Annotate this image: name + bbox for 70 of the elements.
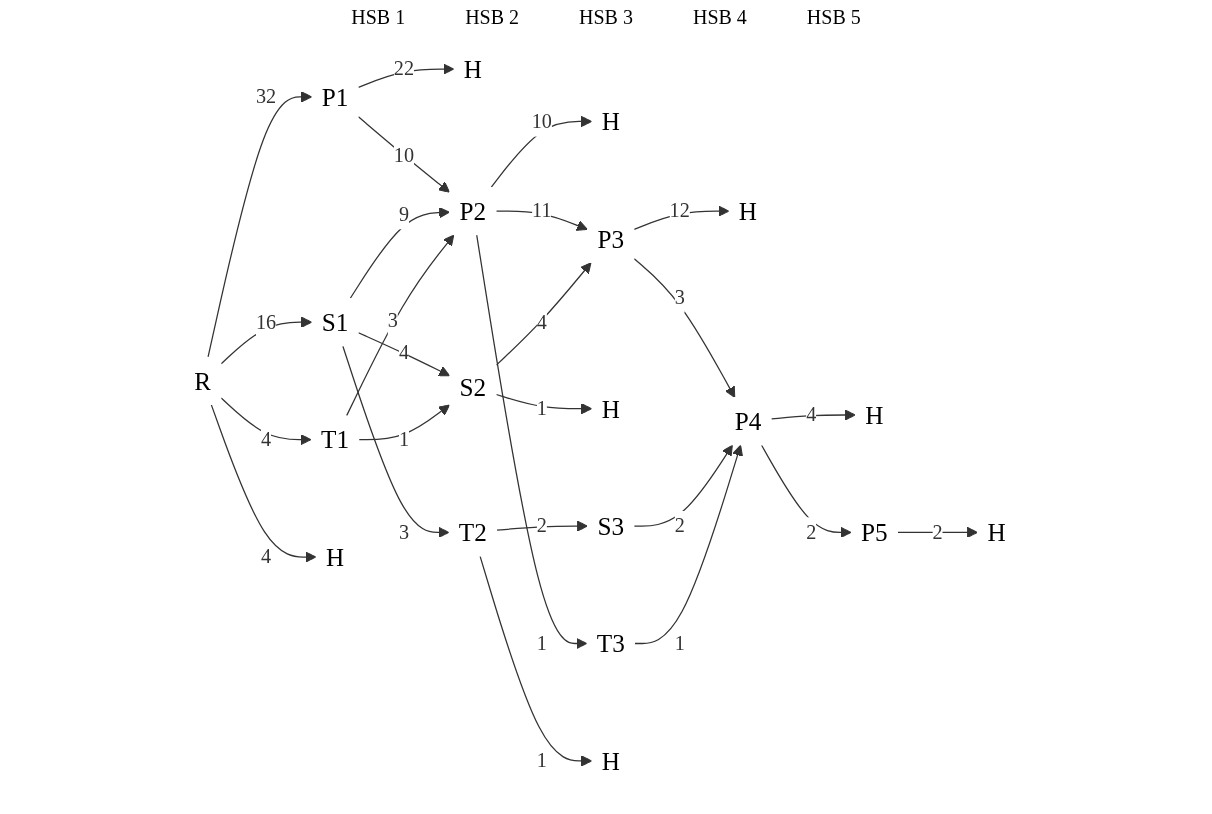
node-text: S2 xyxy=(459,373,487,402)
edge-label: 1 xyxy=(536,397,547,419)
arrow xyxy=(357,116,450,193)
node-text: P1 xyxy=(321,82,349,111)
edge-label: 4 xyxy=(261,545,272,568)
arrow xyxy=(495,393,593,415)
arrow xyxy=(346,234,455,417)
edge-label: 2 xyxy=(806,521,817,543)
edge-label: 2 xyxy=(932,521,943,543)
node-text: P4 xyxy=(734,407,762,436)
node-text: S1 xyxy=(321,308,349,337)
arrow xyxy=(349,207,450,299)
node-text: T1 xyxy=(320,425,350,454)
arrow xyxy=(479,555,593,767)
arrow xyxy=(358,404,450,441)
arrow xyxy=(761,444,852,538)
node-text: H xyxy=(601,107,620,136)
node-text: H xyxy=(987,518,1006,547)
node-text: H xyxy=(601,747,620,775)
edge-label: 1 xyxy=(536,632,547,654)
node-text: T2 xyxy=(458,518,487,547)
column-heading: HSB 3 xyxy=(579,6,633,29)
arrow xyxy=(357,332,450,377)
node-text: H xyxy=(738,197,758,225)
arrow xyxy=(633,258,736,398)
column-heading: HSB 1 xyxy=(351,6,406,29)
edge-label: 3 xyxy=(398,521,409,543)
node-text: R xyxy=(194,367,212,395)
edge-label: 11 xyxy=(532,199,552,222)
column-heading: HSB 2 xyxy=(465,6,520,29)
edge-label: 10 xyxy=(393,144,415,166)
node-text: H xyxy=(463,55,483,83)
node-text: P5 xyxy=(861,518,888,547)
arrow xyxy=(220,397,312,446)
edge-label: 1 xyxy=(536,749,547,772)
arrow xyxy=(633,444,733,527)
edge-label: 1 xyxy=(674,632,685,654)
column-heading: HSB 4 xyxy=(692,6,747,29)
edge-label: 4 xyxy=(398,341,409,364)
edge-label: 2 xyxy=(536,514,547,537)
edge-label: 9 xyxy=(398,202,409,225)
edge-label: 1 xyxy=(398,428,409,450)
arrow xyxy=(770,409,856,421)
edge-label: 22 xyxy=(393,57,415,80)
arrow xyxy=(897,526,978,538)
arrow xyxy=(496,520,588,532)
edge-label: 4 xyxy=(261,428,272,450)
arrow xyxy=(207,91,313,358)
node-text: H xyxy=(865,401,884,429)
arrow xyxy=(495,262,592,366)
arrow xyxy=(476,234,588,650)
edge-label: 12 xyxy=(669,199,690,222)
edge-label: 3 xyxy=(674,286,685,308)
node-text: H xyxy=(325,543,345,571)
node-text: S3 xyxy=(597,512,625,540)
edge-label: 4 xyxy=(536,310,547,333)
node-text: H xyxy=(601,394,620,423)
column-heading: HSB 5 xyxy=(806,6,861,29)
edge-label: 16 xyxy=(255,310,277,333)
edge-label: 32 xyxy=(255,85,277,107)
arrow xyxy=(634,444,743,645)
edge-label: 4 xyxy=(806,403,817,426)
node-text: P3 xyxy=(597,225,625,253)
edge-label: 2 xyxy=(674,514,685,537)
node-text: T3 xyxy=(596,629,625,658)
arrow xyxy=(210,404,317,563)
arrow xyxy=(342,345,450,538)
node-text: P2 xyxy=(459,197,487,225)
edge-label: 3 xyxy=(387,309,398,331)
edge-label: 10 xyxy=(531,110,552,132)
